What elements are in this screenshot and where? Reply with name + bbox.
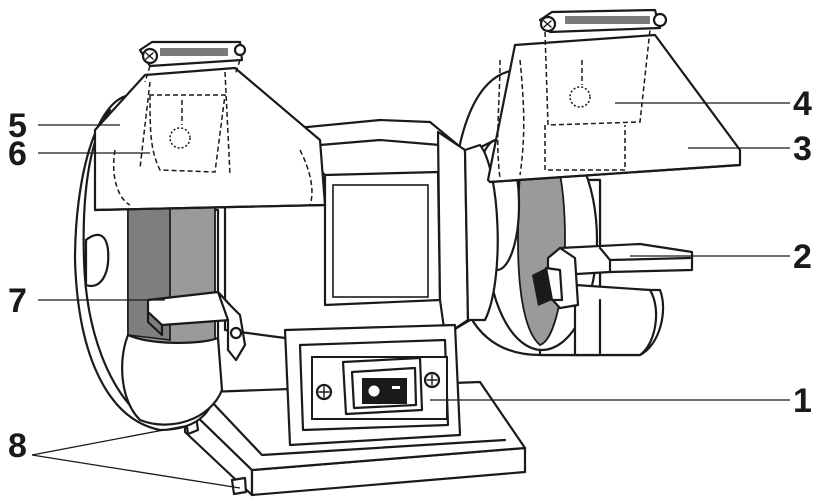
leader-8a — [31, 424, 191, 456]
callout-3: 3 — [793, 130, 812, 168]
right-shield-guard — [486, 8, 742, 184]
callout-leaders — [31, 102, 790, 489]
left-shield-guard — [93, 40, 327, 212]
right-tool-rest — [532, 242, 694, 310]
callout-8: 8 — [8, 427, 27, 465]
callout-1: 1 — [793, 382, 812, 420]
callout-2: 2 — [793, 238, 812, 276]
tool-rest-knob — [532, 266, 564, 306]
left-tool-rest — [146, 290, 247, 362]
callout-5: 5 — [8, 107, 27, 145]
screw-left — [315, 383, 333, 401]
callout-numbers: 1 2 3 4 5 6 7 8 — [8, 85, 812, 465]
callout-7: 7 — [8, 282, 27, 320]
leader-8b — [31, 454, 241, 489]
callout-4: 4 — [793, 85, 812, 123]
screw-right — [423, 371, 441, 389]
callout-6: 6 — [8, 135, 27, 173]
power-switch — [362, 378, 407, 404]
